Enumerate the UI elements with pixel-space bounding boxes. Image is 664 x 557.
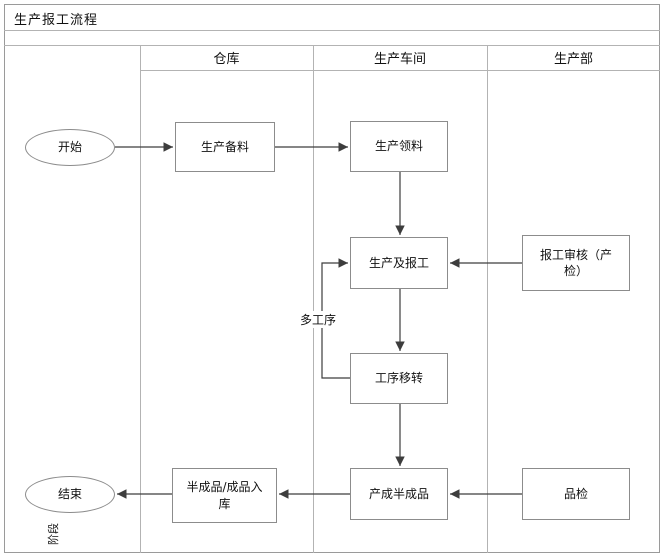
node-production-reporting: 生产及报工 [350,237,448,289]
lane-header-warehouse: 仓库 [213,52,240,67]
node-material-prep: 生产备料 [175,122,275,172]
title-divider [4,30,660,31]
lane-header-top-line [4,45,660,46]
lane-divider-2 [487,45,488,553]
phase-column-line [140,45,141,553]
lane-divider-1 [313,45,314,553]
diagram-title: 生产报工流程 [14,13,99,28]
lane-header-production-dept: 生产部 [553,52,593,67]
edge-label-multi-process: 多工序 [298,311,339,328]
node-process-transfer: 工序移转 [350,353,448,404]
node-quality-check: 品检 [522,468,630,520]
lane-header-bottom-line [140,70,660,71]
node-material-pick: 生产领料 [350,121,448,172]
node-start: 开始 [25,129,115,166]
phase-label: 阶段 [47,523,60,545]
lane-header-workshop: 生产车间 [373,52,426,67]
node-end: 结束 [25,476,115,513]
node-report-review: 报工审核（产检） [522,235,630,291]
node-warehouse-in: 半成品/成品入库 [172,468,277,523]
node-semi-finished-output: 产成半成品 [350,468,448,520]
